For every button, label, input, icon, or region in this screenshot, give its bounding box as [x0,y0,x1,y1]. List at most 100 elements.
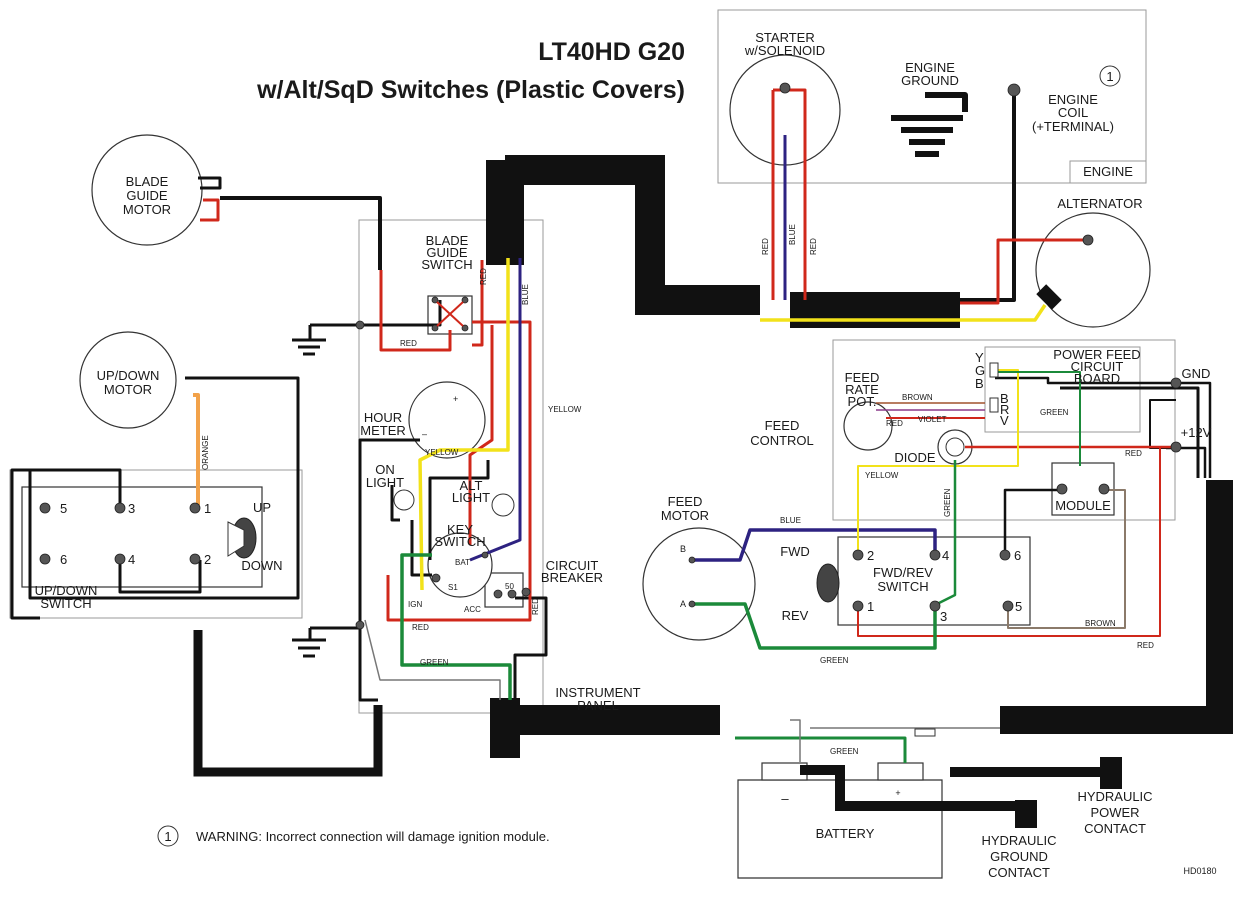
key-acc: ACC [464,605,481,614]
hydraulic-power-label-3: CONTACT [1084,821,1146,836]
warning-marker-icon [157,825,179,847]
hydraulic-ground-label-1: HYDRAULIC [981,833,1056,848]
feed-rate-pot [843,401,893,451]
circuit-board-label-2: CIRCUIT [1071,359,1124,374]
note-marker-icon [1099,65,1121,87]
key-switch-label-2: SWITCH [434,534,485,549]
board-pin-b2: B [1000,391,1009,406]
board-connector-brv [989,397,999,413]
board-pin-v: V [1000,413,1009,428]
circuit-breaker-body [484,572,524,608]
hour-meter-minus: – [422,429,427,439]
wire-label-violet: VIOLET [918,415,947,424]
wire-label-red-5: RED [1137,641,1154,650]
wire-label-green-3: GREEN [820,656,849,665]
wire-label-green-2: GREEN [1040,408,1069,417]
starter-label-1: STARTER [755,30,814,45]
blade-guide-motor-label-1: BLADE [126,174,169,189]
circuit-breaker-label-1: CIRCUIT [546,558,599,573]
alternator-connector [1036,284,1062,310]
wire-label-yellow-2: YELLOW [425,448,459,457]
starter-label-2: w/SOLENOID [744,43,825,58]
hydraulic-ground-label-3: CONTACT [988,865,1050,880]
board-pin-b1: B [975,376,984,391]
wire-label-red-v2: RED [531,598,540,615]
alt-light-label-1: ALT [460,478,483,493]
engine-ground-label-2: GROUND [901,73,959,88]
down-label: DOWN [241,558,282,573]
updown-motor-label-2: MOTOR [104,382,152,397]
hour-meter-label-1: HOUR [364,410,402,425]
rev-label: REV [782,608,809,623]
fwdrev-switch-label-1: FWD/REV [873,565,933,580]
hour-meter [408,381,486,459]
fwdrev-pin-5: 5 [1015,599,1022,614]
wire-label-yellow-1: YELLOW [548,405,582,414]
key-switch-label-1: KEY [447,522,473,537]
engine-coil-label-1: ENGINE [1048,92,1098,107]
battery-label: BATTERY [816,826,875,841]
feed-rate-pot-label-1: FEED [845,370,880,385]
wire-label-brown-2: BROWN [1085,619,1116,628]
blade-guide-motor-label-2: GUIDE [126,188,168,203]
pin-1: 1 [204,501,211,516]
wire-label-red-2: RED [412,623,429,632]
blade-guide-switch-label-1: BLADE [426,233,469,248]
feed-motor-pin-a: A [680,599,686,609]
feed-rate-pot-label-3: POT. [848,394,877,409]
board-pin-r: R [1000,402,1009,417]
feed-control-label-1: FEED [765,418,800,433]
key-ign: IGN [408,600,422,609]
on-light-label-2: LIGHT [366,475,404,490]
hour-meter-plus: + [453,394,458,404]
circuit-board-label-1: POWER FEED [1053,347,1140,362]
feed-control-label-2: CONTROL [750,433,814,448]
feed-rate-pot-label-2: RATE [845,382,879,397]
alt-light-label-2: LIGHT [452,490,490,505]
fwd-label: FWD [780,544,810,559]
battery-positive-post [877,762,924,781]
alternator [1035,212,1151,328]
on-light-label-1: ON [375,462,395,477]
plus12v-label: +12V [1181,425,1212,440]
engine-tag-label: ENGINE [1083,164,1133,179]
board-pin-y: Y [975,350,984,365]
engine-ground-label-1: ENGINE [905,60,955,75]
wire-label-green-1: GREEN [420,658,449,667]
page-title: LT40HD G20 [538,38,685,66]
engine-ground-icon [891,115,963,157]
wire-label-blue-v1: BLUE [521,284,530,305]
blade-guide-switch-label-2: GUIDE [426,245,468,260]
hydraulic-ground-contact-block [1015,800,1037,828]
feed-motor-label-1: FEED [668,494,703,509]
alternator-label: ALTERNATOR [1057,196,1142,211]
updown-toggle-base [227,521,245,557]
alt-light [491,493,515,517]
pin-5: 5 [60,501,67,516]
hydraulic-power-label-2: POWER [1090,805,1139,820]
updown-motor-label-1: UP/DOWN [97,368,160,383]
engine-coil-label-2: COIL [1058,105,1088,120]
board-connector-ygb [989,362,999,378]
fwdrev-toggle [816,563,840,603]
hour-meter-label-2: METER [360,423,406,438]
blade-guide-switch-label-3: SWITCH [421,257,472,272]
pin-4: 4 [128,552,135,567]
key-bat: BAT [455,558,470,567]
wire-label-blue-1: BLUE [780,516,801,525]
engine-tag-box [1069,160,1147,184]
wire-label-blue-v2: BLUE [788,224,797,245]
key-50: 50 [505,582,514,591]
hydraulic-power-label-1: HYDRAULIC [1077,789,1152,804]
updown-switch-label-2: SWITCH [40,596,91,611]
blade-guide-motor-label-3: MOTOR [123,202,171,217]
up-label: UP [253,500,271,515]
page-subtitle: w/Alt/SqD Switches (Plastic Covers) [256,76,685,104]
updown-motor [79,331,177,429]
wire-label-red-v4: RED [809,238,818,255]
note-marker-top: 1 [1106,69,1113,84]
key-switch [427,532,493,598]
wire-label-yellow-3: YELLOW [865,471,899,480]
